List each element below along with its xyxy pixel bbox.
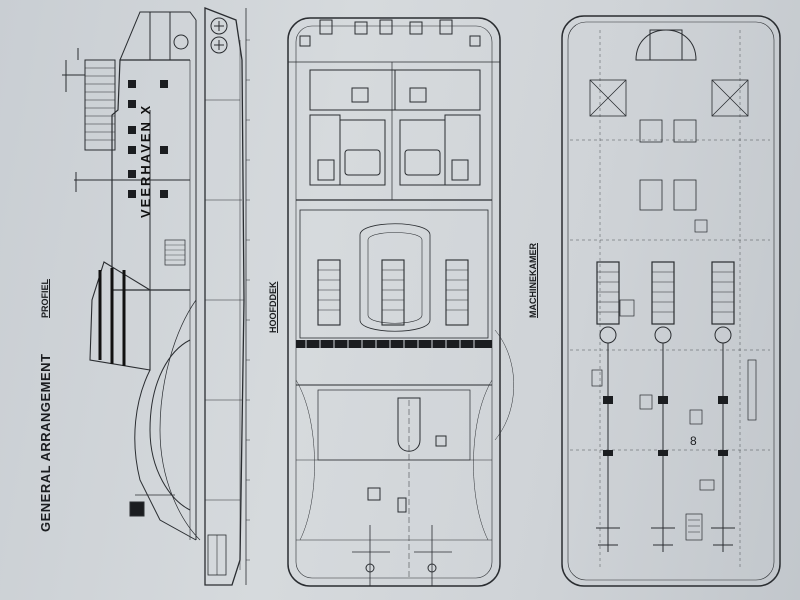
engine-room-view: 8 (561, 15, 781, 587)
drawing-title: GENERAL ARRANGEMENT (38, 353, 53, 532)
engine-room-view-label: MACHINEKAMER (528, 243, 538, 318)
main-deck-view (287, 17, 514, 587)
profile-view-label: PROFIEL (40, 278, 50, 318)
svg-text:8: 8 (690, 434, 697, 448)
main-deck-view-label: HOOFDDEK (268, 281, 278, 334)
vessel-name-label: VEERHAVEN X (138, 103, 153, 218)
profile-view (62, 7, 250, 586)
